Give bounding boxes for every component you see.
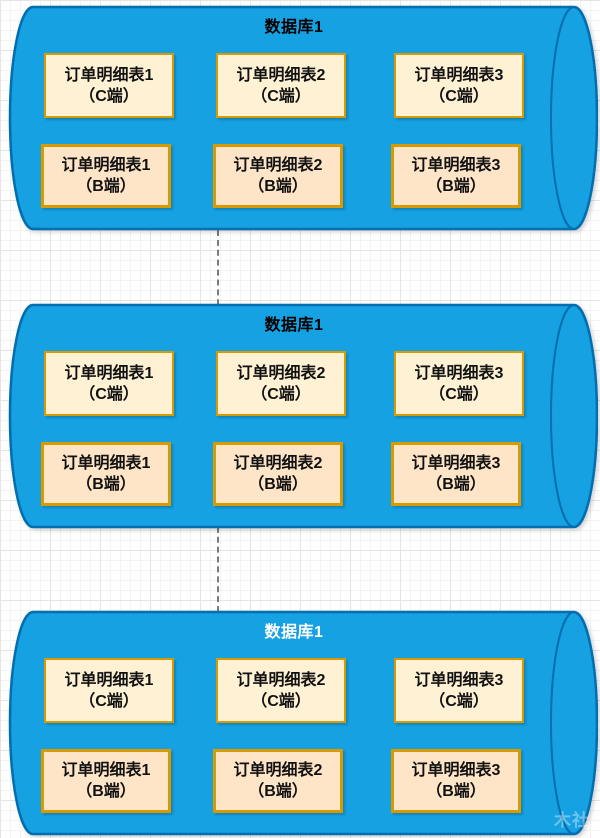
table-tier: （C端） bbox=[251, 385, 311, 403]
table-name: 订单明细表2 bbox=[236, 66, 326, 84]
table-box-c3: 订单明细表3 （C端） bbox=[394, 658, 524, 723]
table-box-b3: 订单明细表3 （B端） bbox=[391, 144, 521, 208]
table-name: 订单明细表3 bbox=[411, 762, 501, 779]
table-name: 订单明细表3 bbox=[414, 364, 504, 382]
table-box-c1: 订单明细表1 （C端） bbox=[44, 658, 174, 723]
watermark-text: 木社 bbox=[554, 811, 590, 830]
database-cylinder-2: 数据库1 订单明细表1 （C端） 订单明细表2 （C端） 订单明细表3 （C端）… bbox=[6, 303, 598, 529]
table-name: 订单明细表3 bbox=[414, 671, 504, 689]
table-tier: （B端） bbox=[426, 178, 486, 195]
database-title: 数据库1 bbox=[264, 19, 324, 36]
table-tier: （B端） bbox=[426, 783, 486, 800]
table-name: 订单明细表2 bbox=[233, 455, 323, 472]
table-tier: （B端） bbox=[76, 476, 136, 493]
table-box-c2: 订单明细表2 （C端） bbox=[216, 351, 346, 416]
table-box-c1: 订单明细表1 （C端） bbox=[44, 351, 174, 416]
table-name: 订单明细表1 bbox=[64, 66, 154, 84]
table-box-b2: 订单明细表2 （B端） bbox=[213, 442, 343, 506]
table-name: 订单明细表2 bbox=[236, 364, 326, 382]
table-box-b1: 订单明细表1 （B端） bbox=[41, 442, 171, 506]
table-tier: （C端） bbox=[79, 692, 139, 710]
table-name: 订单明细表2 bbox=[236, 671, 326, 689]
table-box-b3: 订单明细表3 （B端） bbox=[391, 442, 521, 506]
table-name: 订单明细表3 bbox=[411, 455, 501, 472]
table-tier: （B端） bbox=[76, 783, 136, 800]
table-box-b1: 订单明细表1 （B端） bbox=[41, 144, 171, 208]
table-tier: （C端） bbox=[79, 385, 139, 403]
table-tier: （B端） bbox=[426, 476, 486, 493]
table-tier: （C端） bbox=[429, 87, 489, 105]
table-box-b2: 订单明细表2 （B端） bbox=[213, 749, 343, 813]
table-tier: （B端） bbox=[76, 178, 136, 195]
table-name: 订单明细表2 bbox=[233, 157, 323, 174]
database-cylinder-1: 数据库1 订单明细表1 （C端） 订单明细表2 （C端） 订单明细表3 （C端）… bbox=[6, 5, 598, 231]
table-tier: （C端） bbox=[251, 87, 311, 105]
table-name: 订单明细表2 bbox=[233, 762, 323, 779]
table-tier: （C端） bbox=[251, 692, 311, 710]
table-name: 订单明细表3 bbox=[411, 157, 501, 174]
database-title: 数据库1 bbox=[264, 624, 324, 641]
table-name: 订单明细表3 bbox=[414, 66, 504, 84]
table-tier: （B端） bbox=[248, 178, 308, 195]
table-box-c3: 订单明细表3 （C端） bbox=[394, 53, 524, 118]
table-box-c2: 订单明细表2 （C端） bbox=[216, 53, 346, 118]
table-box-c1: 订单明细表1 （C端） bbox=[44, 53, 174, 118]
table-name: 订单明细表1 bbox=[64, 364, 154, 382]
table-tier: （B端） bbox=[248, 783, 308, 800]
table-tier: （B端） bbox=[248, 476, 308, 493]
table-box-c3: 订单明细表3 （C端） bbox=[394, 351, 524, 416]
table-box-c2: 订单明细表2 （C端） bbox=[216, 658, 346, 723]
database-cylinder-3: 数据库1 订单明细表1 （C端） 订单明细表2 （C端） 订单明细表3 （C端）… bbox=[6, 610, 598, 836]
table-tier: （C端） bbox=[429, 692, 489, 710]
table-tier: （C端） bbox=[429, 385, 489, 403]
table-box-b2: 订单明细表2 （B端） bbox=[213, 144, 343, 208]
table-box-b1: 订单明细表1 （B端） bbox=[41, 749, 171, 813]
table-name: 订单明细表1 bbox=[61, 157, 151, 174]
table-name: 订单明细表1 bbox=[61, 762, 151, 779]
table-tier: （C端） bbox=[79, 87, 139, 105]
table-box-b3: 订单明细表3 （B端） bbox=[391, 749, 521, 813]
table-name: 订单明细表1 bbox=[61, 455, 151, 472]
database-title: 数据库1 bbox=[264, 317, 324, 334]
table-name: 订单明细表1 bbox=[64, 671, 154, 689]
